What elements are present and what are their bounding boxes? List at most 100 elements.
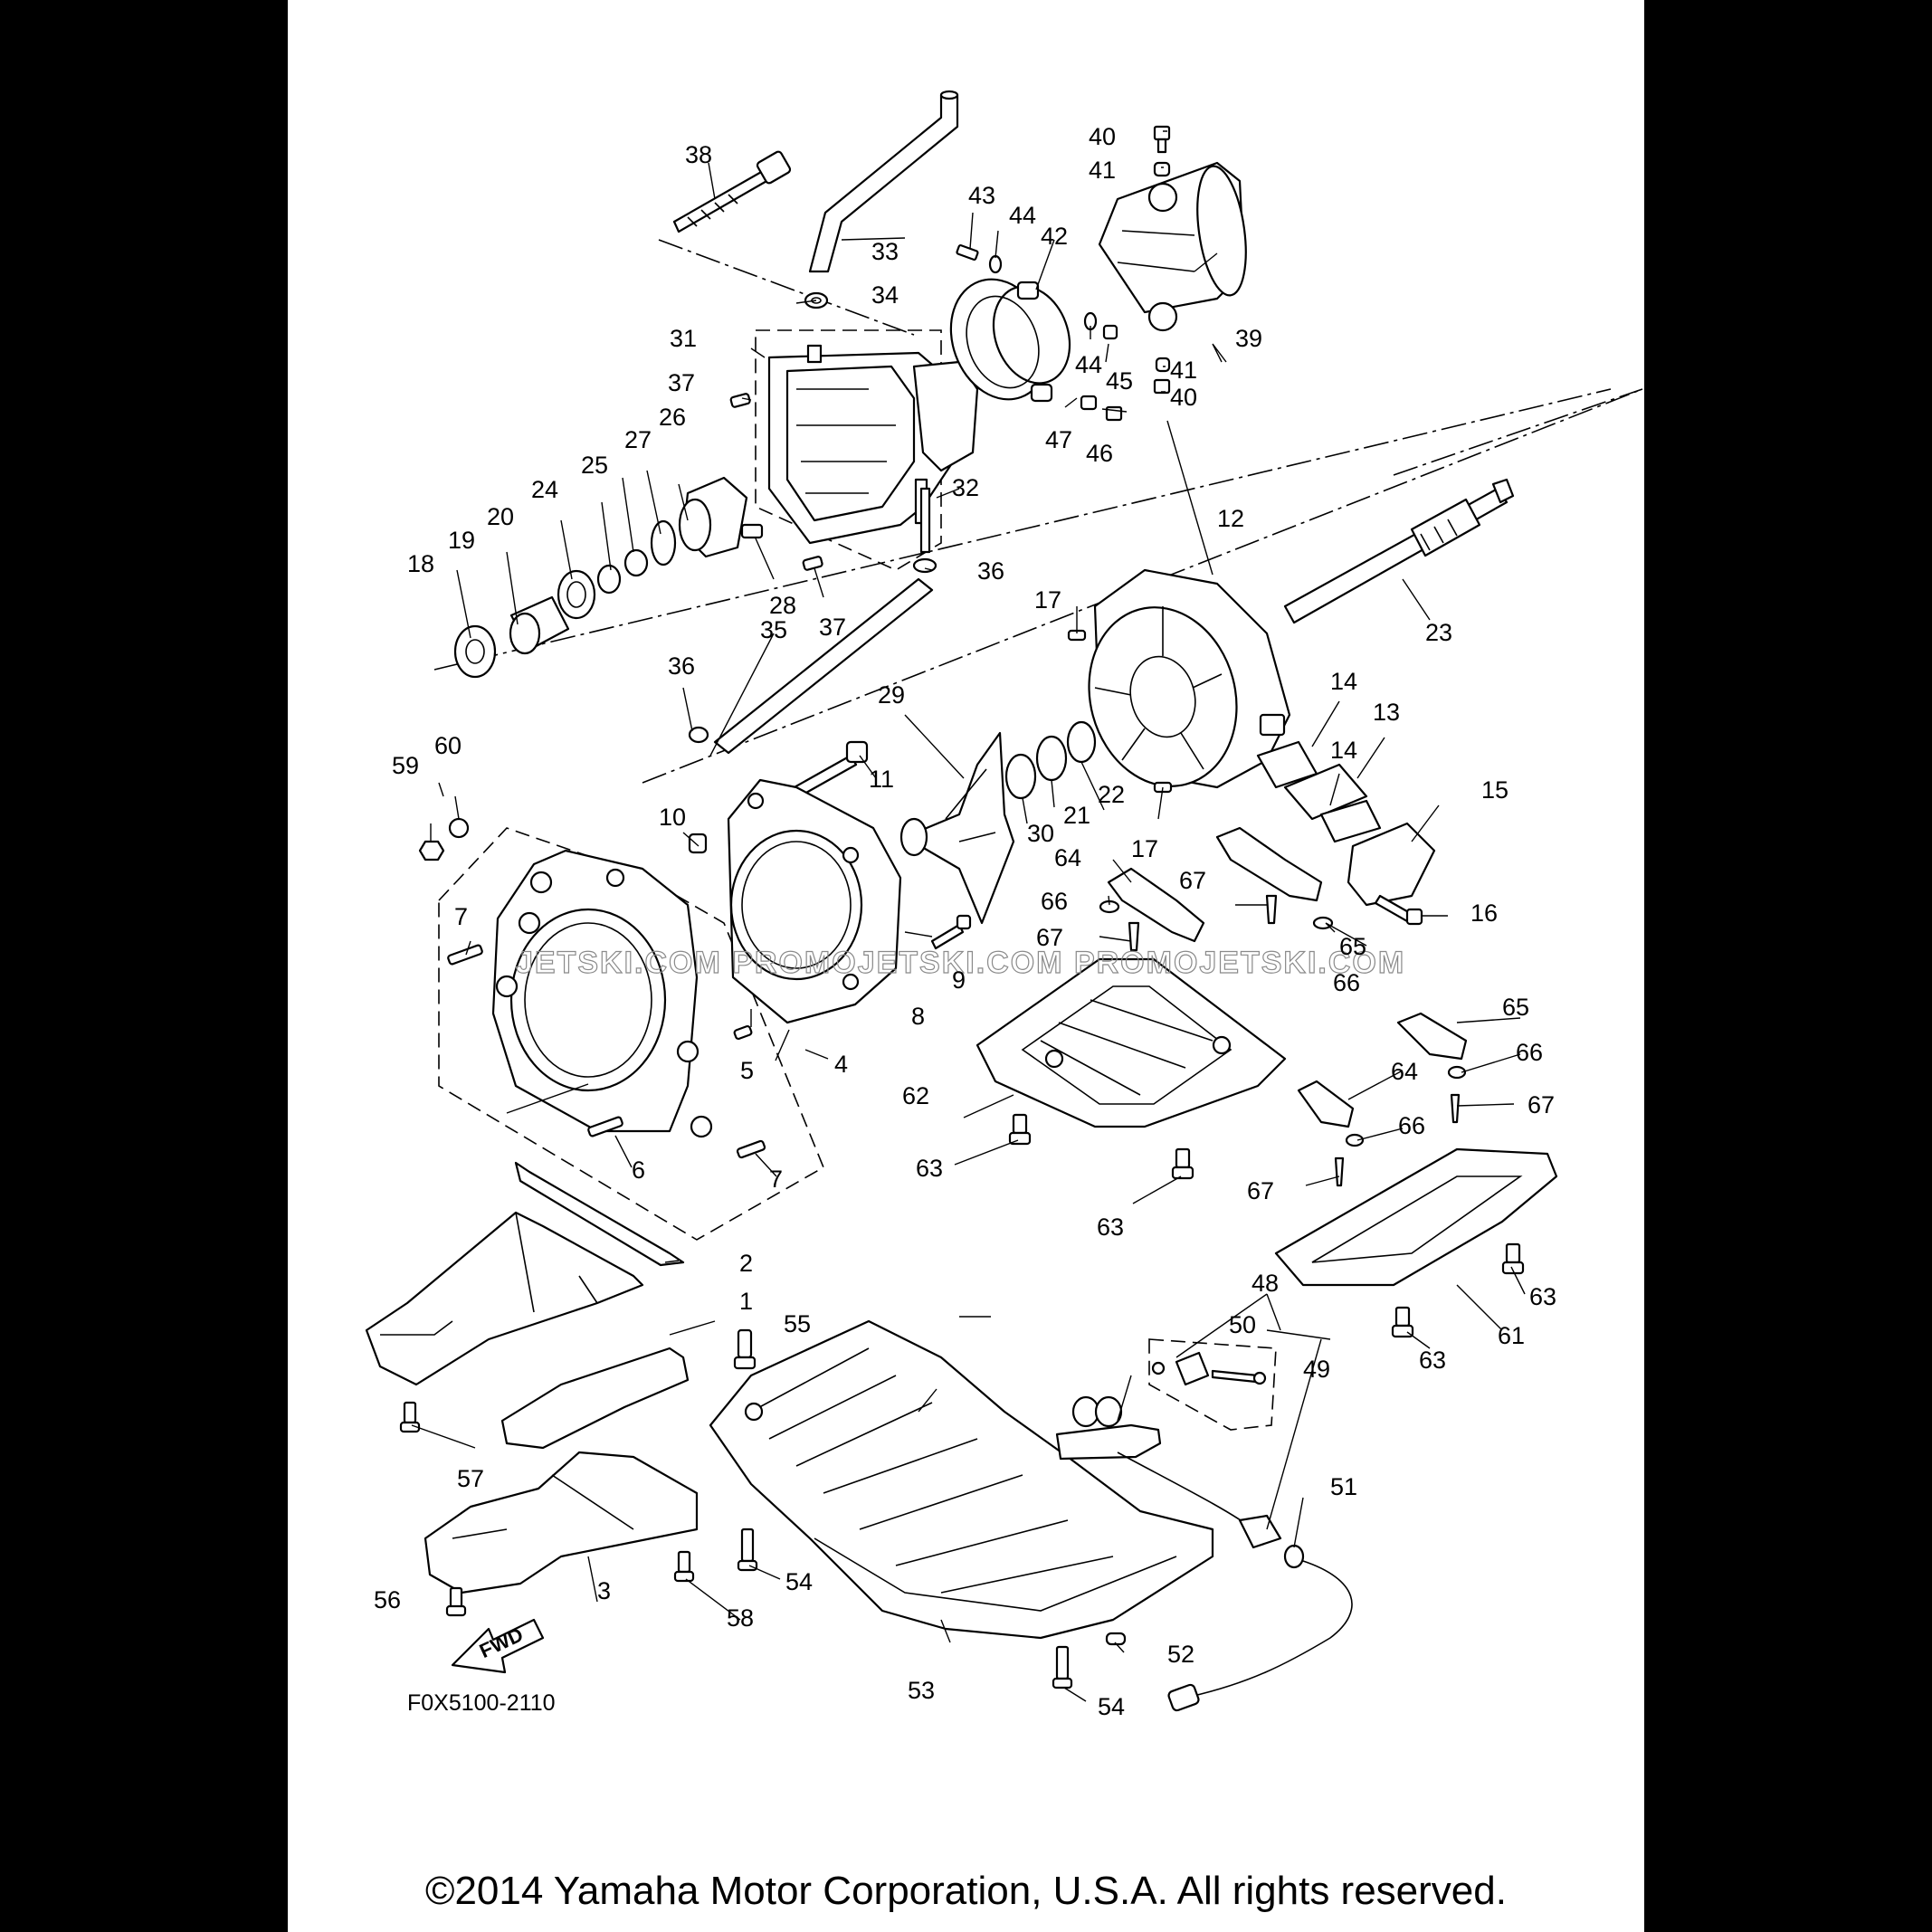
part-12-impeller-housing: [1067, 568, 1291, 794]
part-67-rivet-b: [1265, 894, 1278, 925]
part-9-bolt: [930, 914, 972, 950]
callout-21: 21: [1063, 802, 1090, 829]
callout-52: 52: [1167, 1641, 1194, 1668]
part-15-cover: [1347, 822, 1436, 907]
callout-19: 19: [448, 527, 475, 554]
callout-66-d: 66: [1398, 1112, 1425, 1139]
callout-63-c: 63: [1529, 1283, 1556, 1310]
part-5-pin: [733, 1024, 753, 1041]
callout-61: 61: [1498, 1322, 1525, 1349]
callout-14-b: 14: [1330, 737, 1357, 764]
callout-4: 4: [834, 1051, 848, 1078]
callout-40-b: 40: [1170, 384, 1197, 411]
watermark: JETSKI.COM PROMOJETSKI.COM PROMOJETSKI.C…: [516, 946, 1405, 980]
part-38-bolt: [672, 150, 792, 233]
part-37-pin-b: [802, 556, 823, 571]
callout-57: 57: [457, 1465, 484, 1492]
part-49-cable: [1117, 1451, 1353, 1712]
part-59-nut: [418, 840, 445, 861]
callout-36-b: 36: [668, 652, 695, 680]
copyright-notice: ©2014 Yamaha Motor Corporation, U.S.A. A…: [425, 1869, 1507, 1913]
callout-44-b: 44: [1075, 351, 1102, 378]
callout-16: 16: [1470, 899, 1498, 927]
part-67-rivet-d: [1334, 1156, 1345, 1187]
callout-37-b: 37: [819, 614, 846, 641]
callout-8: 8: [911, 1003, 925, 1030]
part-4-duct-plate: [491, 849, 713, 1138]
callout-17-a: 17: [1034, 586, 1061, 614]
callout-45: 45: [1106, 367, 1133, 395]
part-23-drive-shaft: [1283, 478, 1515, 624]
callout-17-b: 17: [1131, 835, 1158, 862]
part-67-rivet-c: [1450, 1093, 1461, 1124]
axis-line-shaft: [433, 388, 1612, 671]
callout-65-b: 65: [1502, 994, 1529, 1021]
callout-49: 49: [1303, 1356, 1330, 1383]
callout-41-a: 41: [1089, 157, 1116, 184]
callout-20: 20: [487, 503, 514, 530]
callout-41-b: 41: [1170, 357, 1197, 384]
callout-14-a: 14: [1330, 668, 1357, 695]
callout-63-b: 63: [1097, 1213, 1124, 1241]
part-14-gasket-b: [1319, 799, 1382, 843]
part-62-intake-grate: [976, 957, 1287, 1128]
part-66-washer-d: [1345, 1133, 1365, 1147]
callout-67-b: 67: [1179, 867, 1206, 894]
part-6-stud: [587, 1116, 623, 1137]
callout-37-a: 37: [668, 369, 695, 396]
group-outline-50: [1148, 1338, 1277, 1431]
part-60-washer: [448, 817, 470, 839]
part-1-mount-bracket: [365, 1211, 690, 1450]
callout-53: 53: [908, 1677, 935, 1704]
callout-11: 11: [869, 766, 894, 793]
callout-12: 12: [1217, 505, 1244, 532]
part-29-impeller: [899, 731, 1015, 925]
callout-43: 43: [968, 182, 995, 209]
callout-64-b: 64: [1391, 1058, 1418, 1085]
callout-66-b: 66: [1333, 969, 1360, 996]
callout-51: 51: [1330, 1473, 1357, 1500]
callout-labels: 38 33 34 31 37 26 27 25 24 20 19 18 28 3…: [374, 123, 1556, 1720]
mount-bolts: [399, 1328, 1073, 1689]
part-22-seal: [1066, 720, 1097, 764]
callout-33: 33: [871, 238, 899, 265]
fwd-arrow[interactable]: FWD: [451, 1618, 545, 1674]
part-30-seal: [1004, 753, 1037, 800]
leader-lines: [411, 130, 1526, 1702]
callout-46: 46: [1086, 440, 1113, 467]
callout-31: 31: [670, 325, 697, 352]
part-18-seal: [453, 624, 497, 679]
callout-55: 55: [784, 1310, 811, 1337]
callout-66-a: 66: [1041, 888, 1068, 915]
callout-47: 47: [1045, 426, 1072, 453]
callout-56: 56: [374, 1586, 401, 1613]
part-39-nozzle: [1098, 161, 1247, 332]
callout-34: 34: [871, 281, 899, 309]
drawing-code: F0X5100-2110: [407, 1690, 556, 1716]
part-64-bracket-upper: [1107, 867, 1205, 943]
group-outline-4: [438, 827, 825, 1241]
callout-67-c: 67: [1528, 1091, 1555, 1118]
callout-67-d: 67: [1247, 1177, 1274, 1204]
part-20-bearing: [557, 569, 596, 620]
callout-23: 23: [1425, 619, 1452, 646]
part-21-seal: [1035, 735, 1068, 782]
callout-42: 42: [1041, 223, 1068, 250]
part-61-lower-grate: [1274, 1147, 1558, 1287]
callout-63-a: 63: [916, 1155, 943, 1182]
part-64-bracket-lower: [1297, 1080, 1355, 1128]
part-66-washer-c: [1447, 1065, 1467, 1080]
callout-40-a: 40: [1089, 123, 1116, 150]
part-33-hose: [808, 90, 959, 273]
part-8-intake-duct: [727, 778, 902, 1024]
callout-36-a: 36: [977, 557, 1004, 585]
callout-26: 26: [659, 404, 686, 431]
callout-30: 30: [1027, 820, 1054, 847]
part-35-hose: [688, 487, 937, 755]
callout-7-b: 7: [769, 1166, 783, 1193]
callout-44-a: 44: [1009, 202, 1036, 229]
callout-27: 27: [624, 426, 652, 453]
part-63-bolts: [1008, 1113, 1525, 1338]
